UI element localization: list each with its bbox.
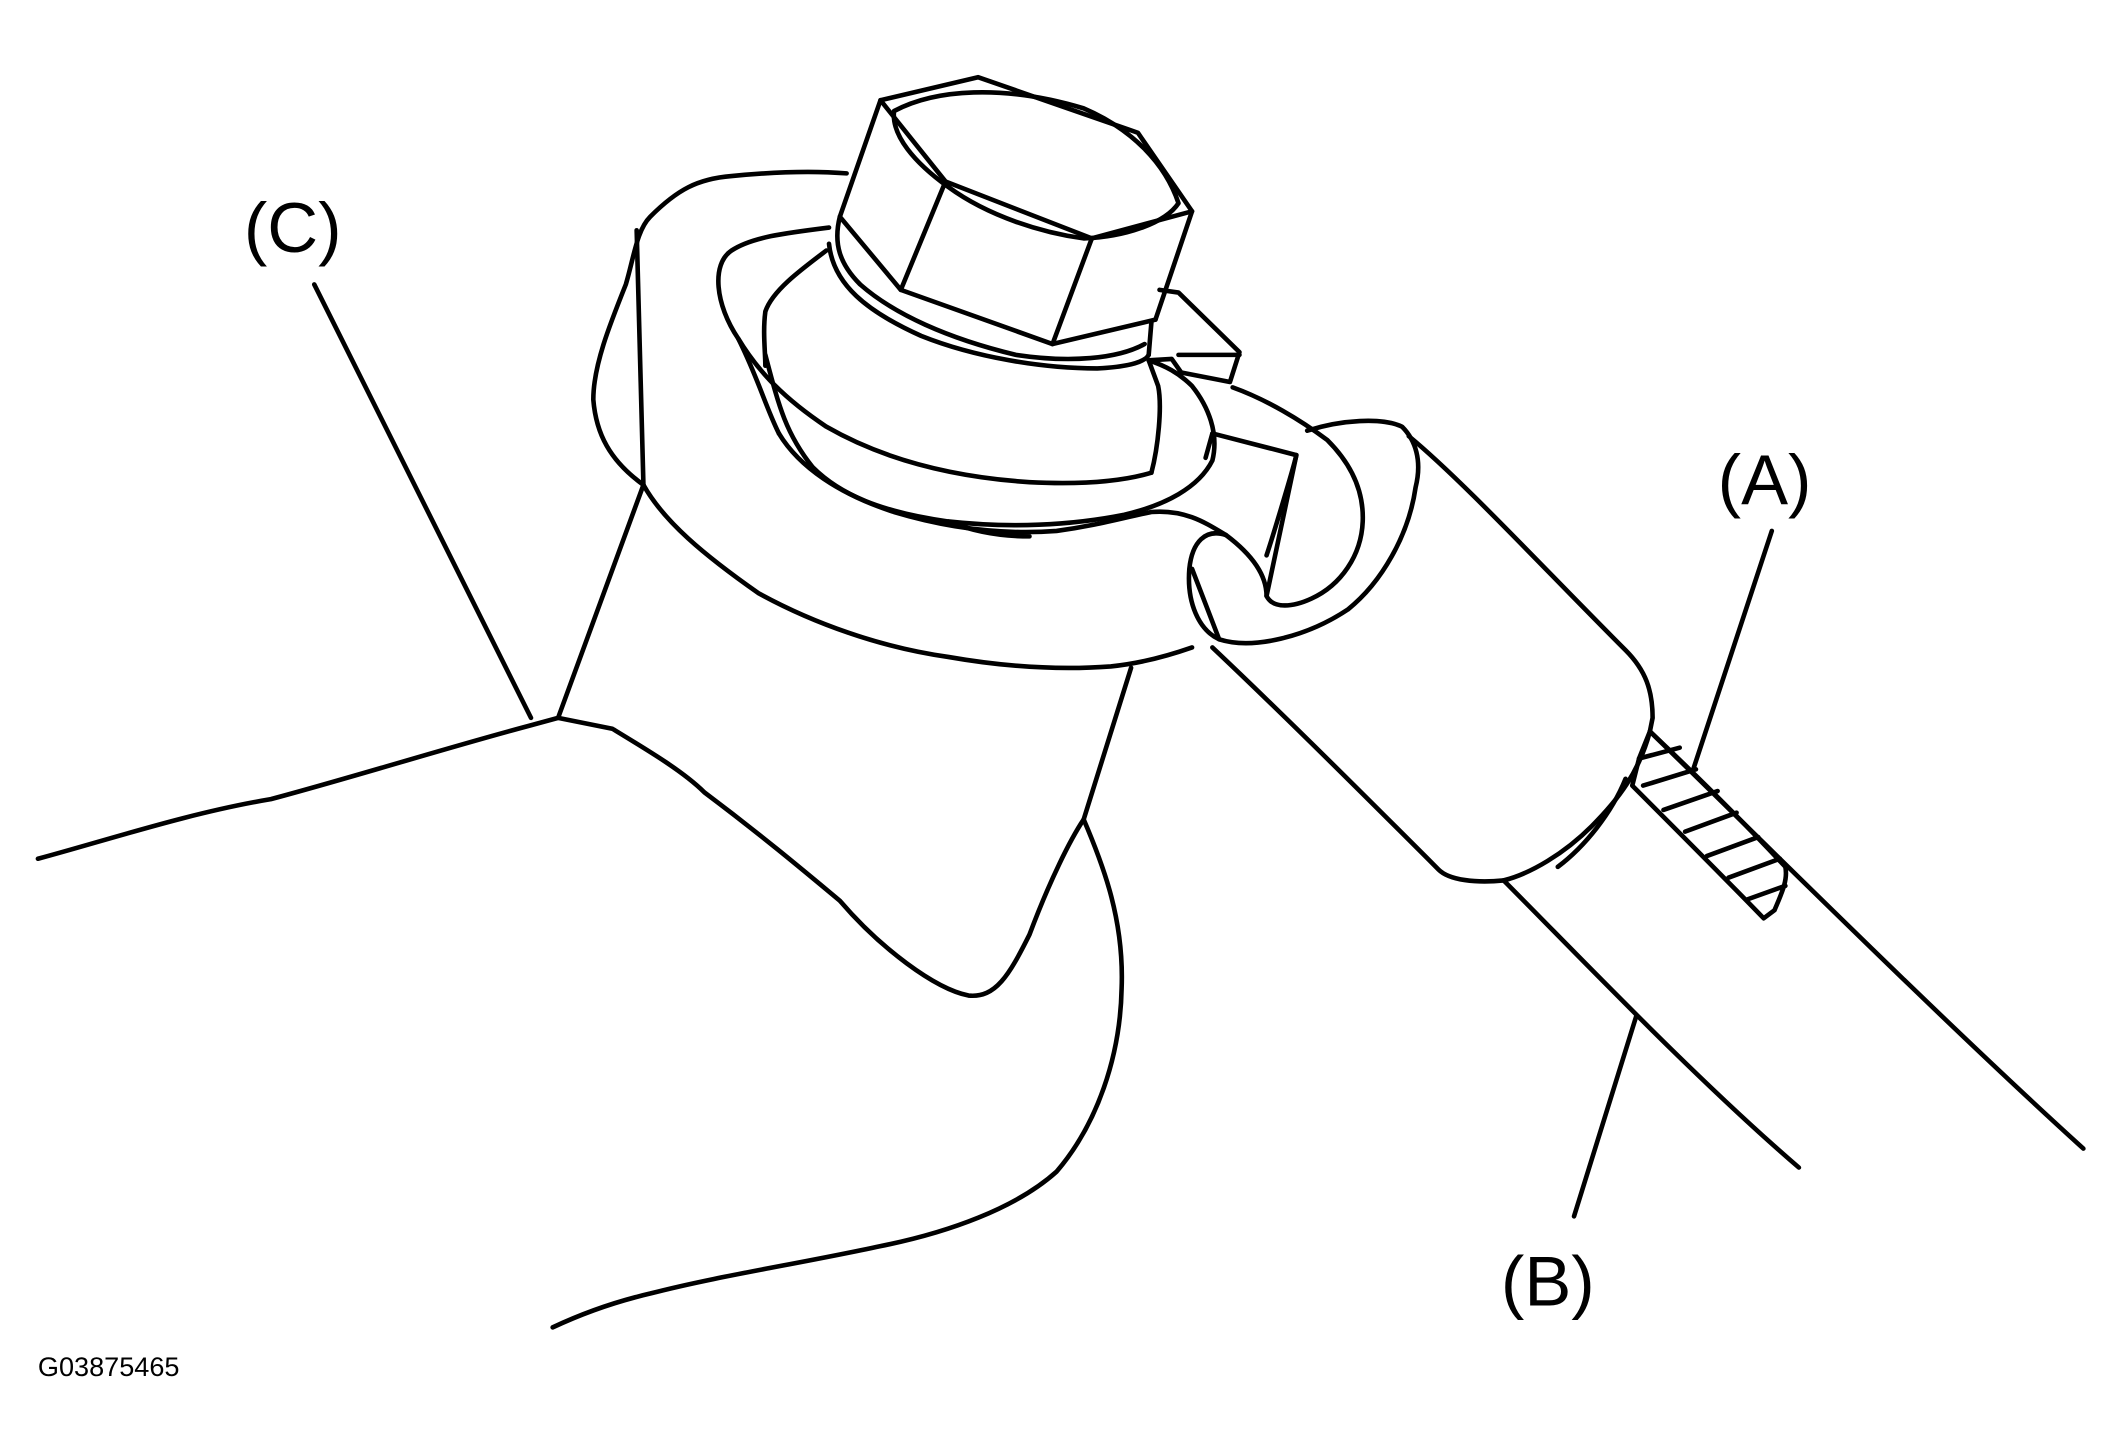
- callout-label-b: (B): [1501, 1242, 1595, 1321]
- leader-line-a: [1690, 528, 1775, 772]
- figure-code: G03875465: [38, 1351, 180, 1382]
- boss-rim: [591, 169, 1195, 671]
- callout-label-c: (C): [244, 188, 342, 267]
- leader-lines: [311, 282, 1775, 1219]
- leader-line-b: [1571, 1013, 1639, 1219]
- washer: [763, 352, 1229, 539]
- wrench-handle: [1210, 433, 2086, 1170]
- nut-hex: [826, 74, 1195, 476]
- housing-body: [35, 482, 1134, 1330]
- callout-label-a: (A): [1718, 440, 1812, 519]
- tool-socket-head: [1146, 287, 1421, 646]
- leader-line-c: [311, 282, 534, 721]
